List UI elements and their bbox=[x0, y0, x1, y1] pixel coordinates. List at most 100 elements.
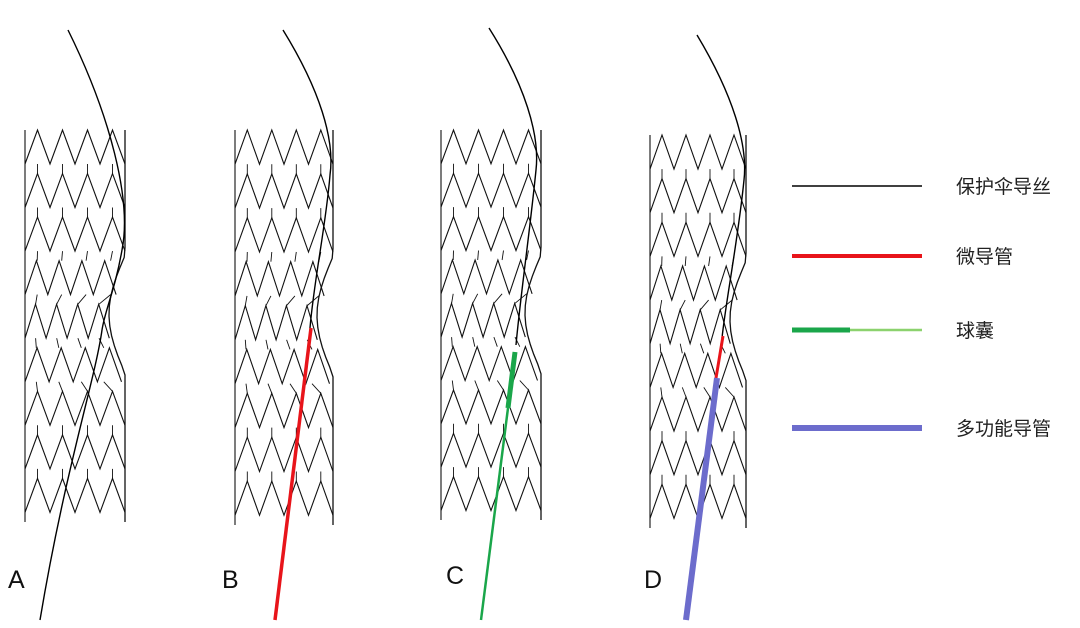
stent-strut-row bbox=[649, 220, 747, 259]
panel-a: A bbox=[8, 29, 126, 621]
guidewire-b bbox=[282, 29, 332, 329]
stent-connector bbox=[493, 293, 503, 304]
stent-connector bbox=[496, 380, 504, 391]
legend-label-balloon: 球囊 bbox=[956, 320, 994, 342]
stent-strut-row bbox=[649, 177, 747, 215]
stent-strut-row bbox=[649, 439, 747, 477]
stent-connector bbox=[659, 300, 663, 310]
legend-item-microcatheter: 微导管 bbox=[792, 246, 1013, 268]
guidewire-d bbox=[696, 34, 746, 339]
stent-strut-row bbox=[234, 479, 334, 517]
stent-connector bbox=[244, 339, 247, 350]
stent-connector bbox=[265, 339, 269, 350]
stent-connector bbox=[493, 336, 498, 347]
stent-strut-row bbox=[440, 345, 539, 383]
stent-strut-row bbox=[440, 431, 542, 469]
stent-connector bbox=[286, 339, 291, 350]
stent-connector bbox=[472, 293, 479, 304]
legend-item-multifunction-catheter: 多功能导管 bbox=[792, 418, 1051, 440]
stent-connector bbox=[98, 294, 111, 305]
panel-b: B bbox=[222, 29, 334, 621]
stent-strut-row bbox=[649, 264, 738, 302]
stent-connector bbox=[699, 343, 705, 354]
balloon-shaft-c bbox=[479, 407, 510, 621]
stent-connector bbox=[77, 294, 87, 305]
guidewire-c bbox=[488, 27, 538, 346]
stent-connector bbox=[472, 337, 476, 347]
stent-strut-row bbox=[234, 435, 334, 474]
stent-right-edge bbox=[108, 130, 126, 522]
stent-connector bbox=[80, 381, 88, 392]
stent-connector bbox=[679, 343, 683, 354]
legend-label-guidewire: 保护伞导丝 bbox=[956, 176, 1051, 198]
panel-label-a: A bbox=[8, 566, 25, 594]
stent-connector bbox=[311, 383, 322, 394]
stent-strut-row bbox=[649, 395, 747, 433]
stent-connector bbox=[660, 387, 663, 398]
stent-connector bbox=[451, 337, 453, 347]
stent-strut-row bbox=[24, 389, 126, 427]
panel-c: C bbox=[440, 27, 542, 621]
stent-strut-row bbox=[649, 307, 731, 346]
stent-connector bbox=[35, 294, 38, 305]
legend-label-microcatheter: 微导管 bbox=[956, 246, 1013, 268]
stent-connector bbox=[501, 250, 504, 261]
stent-b bbox=[234, 128, 334, 525]
stent-a bbox=[24, 128, 126, 522]
balloon-body-c bbox=[505, 351, 518, 409]
stent-strut-row bbox=[24, 302, 110, 341]
stent-connector bbox=[103, 381, 113, 392]
stent-strut-row bbox=[234, 172, 334, 210]
stent-connector bbox=[451, 380, 454, 391]
stent-connector bbox=[286, 295, 296, 306]
stent-connector bbox=[265, 295, 272, 306]
stent-strut-row bbox=[234, 347, 331, 386]
stent-connector bbox=[708, 256, 711, 267]
stent-strut-row bbox=[234, 303, 318, 342]
stent-strut-row bbox=[440, 215, 542, 253]
panel-label-d: D bbox=[644, 566, 662, 594]
stent-d bbox=[649, 133, 747, 528]
stent-right-edge bbox=[316, 130, 334, 525]
stent-connector bbox=[56, 338, 60, 348]
stent-strut-row bbox=[649, 351, 744, 390]
stent-strut-row bbox=[440, 171, 542, 209]
stent-connector bbox=[61, 251, 63, 261]
stent-strut-row bbox=[234, 391, 334, 430]
stent-connector bbox=[451, 293, 454, 304]
stent-strut-row bbox=[24, 433, 126, 471]
stent-strut-row bbox=[440, 258, 533, 296]
stent-strut-row bbox=[24, 476, 126, 514]
stent-connector bbox=[477, 250, 479, 261]
stent-connector bbox=[526, 250, 529, 261]
stent-connector bbox=[700, 299, 709, 310]
stent-strut-row bbox=[24, 258, 117, 297]
stent-strut-row bbox=[24, 128, 126, 166]
legend-item-guidewire: 保护伞导丝 bbox=[792, 176, 1051, 198]
microcatheter-tip-d bbox=[714, 335, 725, 379]
stent-connector bbox=[703, 387, 711, 398]
stent-connector bbox=[244, 295, 248, 306]
panel-label-c: C bbox=[446, 562, 464, 590]
stent-connector bbox=[724, 387, 735, 398]
stent-strut-row bbox=[234, 259, 325, 298]
stent-connector bbox=[85, 251, 88, 261]
stent-connector bbox=[294, 251, 297, 262]
stent-connector bbox=[659, 343, 662, 354]
legend-label-multifunction-catheter: 多功能导管 bbox=[956, 418, 1051, 440]
stent-right-edge bbox=[729, 135, 747, 528]
stent-strut-row bbox=[649, 133, 747, 171]
microcatheter-b bbox=[273, 327, 313, 621]
stent-right-edge bbox=[524, 130, 542, 520]
stent-strut-row bbox=[234, 216, 334, 254]
stent-connector bbox=[58, 381, 63, 392]
stent-connector bbox=[35, 381, 38, 392]
stent-strut-row bbox=[440, 301, 526, 339]
stent-connector bbox=[681, 387, 687, 398]
stent-connector bbox=[56, 294, 63, 305]
stent-strut-row bbox=[24, 346, 123, 384]
stent-connector bbox=[289, 383, 297, 394]
stent-connector bbox=[514, 336, 521, 347]
multifunction-catheter-d bbox=[683, 377, 720, 621]
